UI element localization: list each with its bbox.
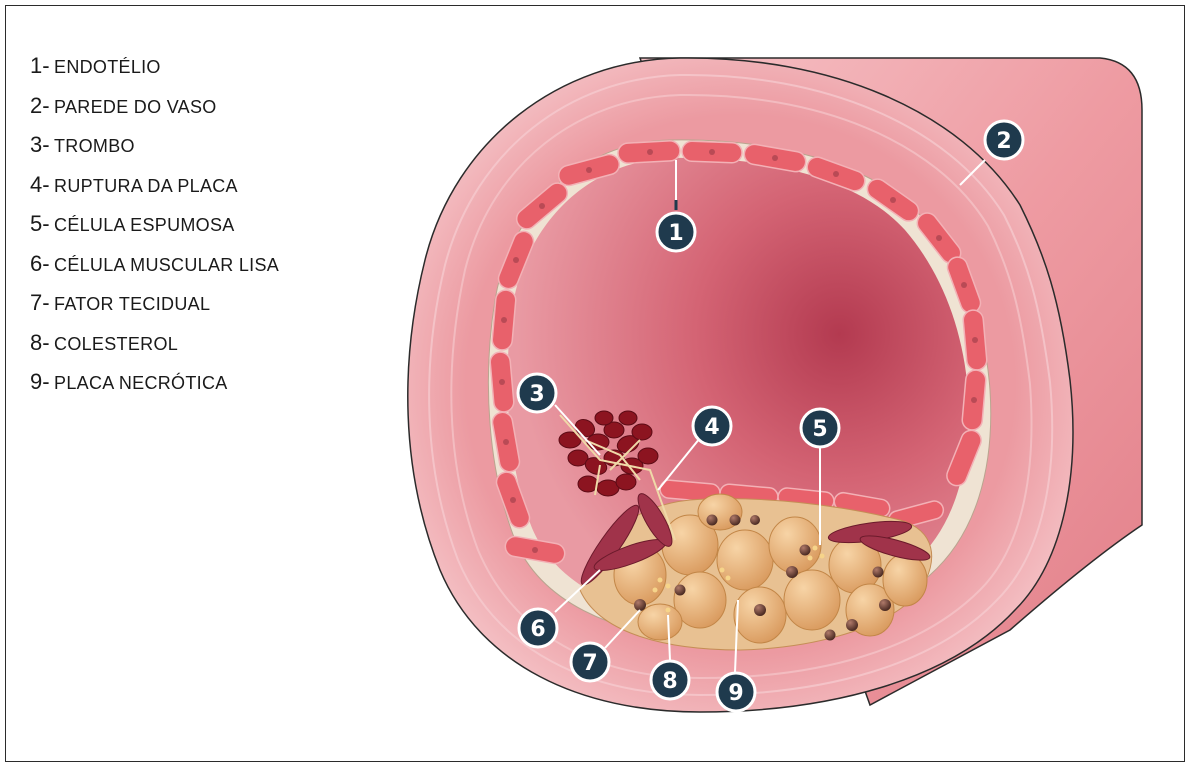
- marker-label: 8: [662, 669, 677, 694]
- marker-4: 4: [693, 407, 731, 445]
- marker-label: 1: [668, 221, 683, 246]
- marker-label: 6: [530, 617, 545, 642]
- marker-7: 7: [571, 643, 609, 681]
- marker-9: 9: [717, 673, 755, 711]
- marker-2: 2: [985, 121, 1023, 159]
- marker-6: 6: [519, 609, 557, 647]
- marker-label: 5: [812, 417, 827, 442]
- marker-8: 8: [651, 661, 689, 699]
- marker-label: 9: [728, 681, 743, 706]
- marker-label: 2: [996, 129, 1011, 154]
- marker-label: 4: [704, 415, 719, 440]
- marker-label: 3: [529, 382, 544, 407]
- marker-3: 3: [518, 374, 556, 412]
- marker-label: 7: [582, 651, 597, 676]
- marker-5: 5: [801, 409, 839, 447]
